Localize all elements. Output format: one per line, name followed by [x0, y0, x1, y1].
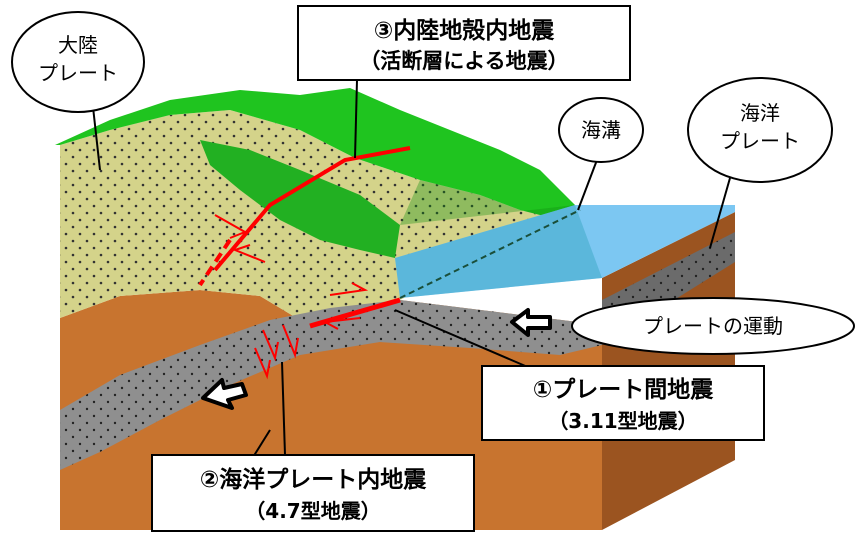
quake1-subtitle: （3.11型地震）: [548, 409, 697, 433]
inland-fault-line: [213, 146, 411, 272]
quake3-callout: [297, 5, 631, 81]
continental-plate-label-2: プレート: [38, 61, 118, 85]
oceanic-plate-callout: [687, 77, 833, 183]
continental-plate-label-1: 大陸: [58, 33, 98, 57]
plate-motion-label: プレートの運動: [643, 314, 783, 338]
quake1-title: ①プレート間地震: [533, 377, 714, 403]
motion-arrow-icon: [201, 378, 248, 410]
motion-arrow-icon: [510, 308, 552, 337]
quake1-pointer: [394, 309, 531, 369]
oceanic-pointer: [709, 177, 731, 249]
trench-line: [399, 209, 581, 299]
quake2-callout: [151, 454, 475, 532]
land-front-slope: [200, 140, 400, 258]
quake2-title: ②海洋プレート内地震: [200, 466, 427, 493]
plate-motion-callout: [571, 297, 855, 355]
quake3-subtitle: （活断層による地震）: [359, 49, 568, 73]
oceanic-plate-label-1: 海洋: [740, 101, 780, 125]
quake2-subtitle: （4.7型地震）: [245, 499, 380, 523]
land-surface: [55, 88, 575, 220]
inland-fault-dashed: [198, 238, 232, 287]
land-shelf: [400, 180, 575, 225]
quake1-callout: [481, 365, 765, 441]
trench-label: 海溝: [581, 118, 621, 142]
continental-plate-callout: [11, 11, 145, 113]
oceanic-slab-dots: [60, 300, 602, 470]
quake2-pointer-b: [281, 361, 286, 456]
oceanic-plate-label-2: プレート: [720, 129, 800, 153]
fault-arrow-icon: [214, 214, 369, 380]
trench-callout: [558, 97, 644, 163]
quake3-title: ③内陸地殻内地震: [374, 18, 555, 44]
quake3-pointer: [354, 79, 358, 159]
